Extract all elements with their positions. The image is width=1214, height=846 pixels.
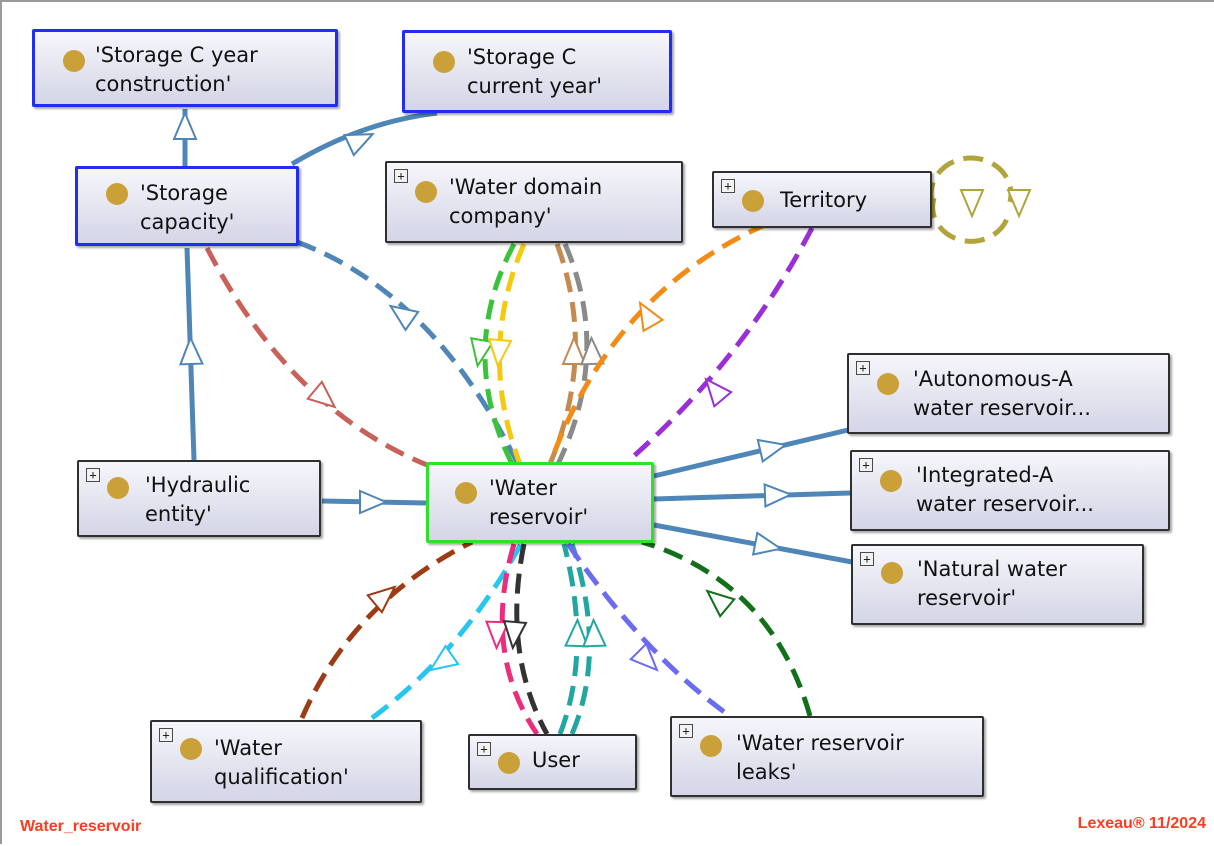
expand-icon[interactable]: + <box>86 468 100 482</box>
node-natural-water-reservoir[interactable]: + 'Natural water reservoir' <box>851 544 1144 625</box>
expand-icon[interactable]: + <box>721 179 735 193</box>
class-icon <box>880 470 902 492</box>
class-icon <box>742 190 764 212</box>
class-icon <box>881 562 903 584</box>
node-label: 'Natural water reservoir' <box>917 557 1067 610</box>
node-label: 'Water reservoir' <box>489 476 589 529</box>
class-icon <box>433 51 455 73</box>
class-icon <box>63 50 85 72</box>
node-storage-c-current-year[interactable]: 'Storage C current year' <box>402 30 672 113</box>
edge-reservoir-domain-yellow <box>497 243 527 465</box>
node-territory[interactable]: + Territory <box>712 171 932 228</box>
class-icon <box>700 735 722 757</box>
edge-arrow <box>751 531 784 556</box>
edge-arrow <box>342 132 376 157</box>
edge-arrow <box>428 644 460 672</box>
edge-territory-reservoir-purple <box>625 226 815 464</box>
edge-arrow <box>469 337 495 369</box>
diagram-name-footer: Water_reservoir <box>20 818 142 835</box>
edge-arrow <box>306 380 337 409</box>
edge-arrow <box>638 300 665 333</box>
node-label: User <box>532 748 580 772</box>
node-water-reservoir-leaks[interactable]: + 'Water reservoir leaks' <box>670 716 984 797</box>
node-label: 'Integrated-A water reservoir... <box>916 463 1094 516</box>
node-water-domain-company[interactable]: + 'Water domain company' <box>385 161 683 243</box>
edge-arrow <box>579 335 605 366</box>
edge-arrow <box>359 489 389 515</box>
edge-arrow <box>1006 189 1032 219</box>
edge-arrow <box>581 617 607 648</box>
edge-arrow <box>704 377 733 408</box>
class-icon <box>106 183 128 205</box>
node-storage-c-year-construction[interactable]: 'Storage C year construction' <box>32 29 338 107</box>
expand-icon[interactable]: + <box>859 458 873 472</box>
edge-arrow <box>178 335 204 366</box>
node-user[interactable]: + User <box>468 734 637 790</box>
class-icon <box>455 482 477 504</box>
edge-capacity-to-current-year <box>290 110 438 167</box>
edge-arrow <box>756 438 789 464</box>
edge-territory-self-loop <box>930 197 1011 244</box>
class-icon <box>415 181 437 203</box>
edge-reservoir-domain-green <box>482 242 517 466</box>
node-label: 'Water qualification' <box>214 736 349 789</box>
edge-arrow <box>561 335 587 365</box>
expand-icon[interactable]: + <box>394 169 408 183</box>
edge-capacity-reservoir-red <box>204 246 433 470</box>
edge-arrow <box>388 304 420 332</box>
node-label: 'Autonomous-A water reservoir... <box>913 367 1091 420</box>
edge-territory-reservoir-orange <box>547 221 769 465</box>
node-label: 'Storage C current year' <box>467 45 603 98</box>
node-label: 'Hydraulic entity' <box>145 473 251 526</box>
class-icon <box>877 373 899 395</box>
copyright-footer: Lexeau® 11/2024 <box>1077 815 1206 832</box>
node-label: Territory <box>780 188 868 212</box>
class-icon <box>498 752 520 774</box>
class-icon <box>107 477 129 499</box>
edge-arrow <box>564 617 590 648</box>
edge-arrow <box>763 482 794 508</box>
edge-arrow <box>487 337 513 369</box>
node-label: 'Storage capacity' <box>140 181 235 234</box>
edge-reservoir-user-black <box>514 543 550 736</box>
node-label: 'Water reservoir leaks' <box>736 731 904 784</box>
edge-arrow <box>366 585 397 614</box>
edge-arrow <box>705 589 736 618</box>
edge-arrow <box>628 641 659 672</box>
node-hydraulic-entity[interactable]: + 'Hydraulic entity' <box>77 460 321 537</box>
node-label: 'Storage C year construction' <box>95 43 258 96</box>
node-water-qualification[interactable]: + 'Water qualification' <box>150 720 422 803</box>
edge-arrow <box>959 189 985 219</box>
expand-icon[interactable]: + <box>679 724 693 738</box>
edge-reservoir-to-natural <box>653 522 853 565</box>
edge-qualification-reservoir-brown <box>299 539 474 719</box>
node-label: 'Water domain company' <box>449 175 603 228</box>
edge-leaks-reservoir-darkgreen <box>641 539 813 717</box>
edge-domain-reservoir-gray <box>555 243 590 466</box>
edge-territory-self-loop <box>928 155 1014 203</box>
node-integrated-a[interactable]: + 'Integrated-A water reservoir... <box>850 450 1170 531</box>
expand-icon[interactable]: + <box>856 361 870 375</box>
node-autonomous-a[interactable]: + 'Autonomous-A water reservoir... <box>847 353 1170 434</box>
edge-reservoir-user-pink <box>499 543 540 736</box>
edge-reservoir-leaks-indigo <box>565 542 729 717</box>
edge-arrow <box>484 620 510 651</box>
class-icon <box>180 738 202 760</box>
edge-arrow <box>502 619 528 651</box>
node-water-reservoir[interactable]: 'Water reservoir' <box>426 462 654 543</box>
expand-icon[interactable]: + <box>477 742 491 756</box>
edge-arrow <box>172 110 198 140</box>
expand-icon[interactable]: + <box>860 552 874 566</box>
edge-reservoir-to-integrated <box>653 490 851 502</box>
expand-icon[interactable]: + <box>159 728 173 742</box>
edge-reservoir-to-autonomous <box>653 427 849 479</box>
node-storage-capacity[interactable]: 'Storage capacity' <box>75 166 299 246</box>
